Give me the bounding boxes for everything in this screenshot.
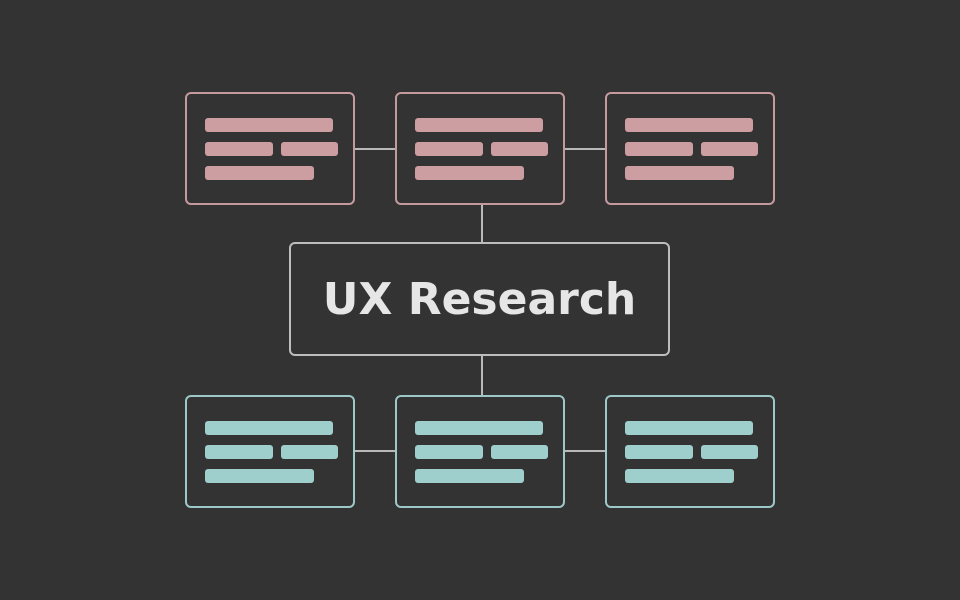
text-placeholder-bar [625, 469, 734, 483]
text-placeholder-bar [625, 142, 693, 156]
text-placeholder-bar [205, 166, 314, 180]
connector-bottom-1-2 [355, 450, 395, 452]
text-placeholder-bar [491, 142, 548, 156]
text-placeholder-bar [701, 142, 758, 156]
text-placeholder-bar [415, 421, 543, 435]
text-placeholder-bar [205, 118, 333, 132]
text-placeholder-bar [625, 118, 753, 132]
text-placeholder-bar [415, 142, 483, 156]
connector-bottom-2-3 [565, 450, 605, 452]
text-placeholder-bar [701, 445, 758, 459]
text-placeholder-bar [205, 469, 314, 483]
text-placeholder-bar [415, 445, 483, 459]
text-placeholder-bar [491, 445, 548, 459]
text-placeholder-bar [625, 421, 753, 435]
text-placeholder-bar [205, 445, 273, 459]
connector-top-1-2 [355, 148, 395, 150]
center-title: UX Research [322, 273, 637, 325]
center-node: UX Research [289, 242, 670, 356]
text-placeholder-bar [205, 142, 273, 156]
connector-top-2-3 [565, 148, 605, 150]
text-placeholder-bar [205, 421, 333, 435]
top-card-left [185, 92, 355, 205]
bottom-card-middle [395, 395, 565, 508]
bottom-card-left [185, 395, 355, 508]
top-card-right [605, 92, 775, 205]
top-card-middle [395, 92, 565, 205]
text-placeholder-bar [415, 469, 524, 483]
connector-top-to-center [481, 205, 483, 242]
bottom-card-right [605, 395, 775, 508]
text-placeholder-bar [415, 166, 524, 180]
text-placeholder-bar [625, 166, 734, 180]
text-placeholder-bar [415, 118, 543, 132]
connector-center-to-bottom [481, 356, 483, 395]
text-placeholder-bar [281, 142, 338, 156]
text-placeholder-bar [281, 445, 338, 459]
text-placeholder-bar [625, 445, 693, 459]
